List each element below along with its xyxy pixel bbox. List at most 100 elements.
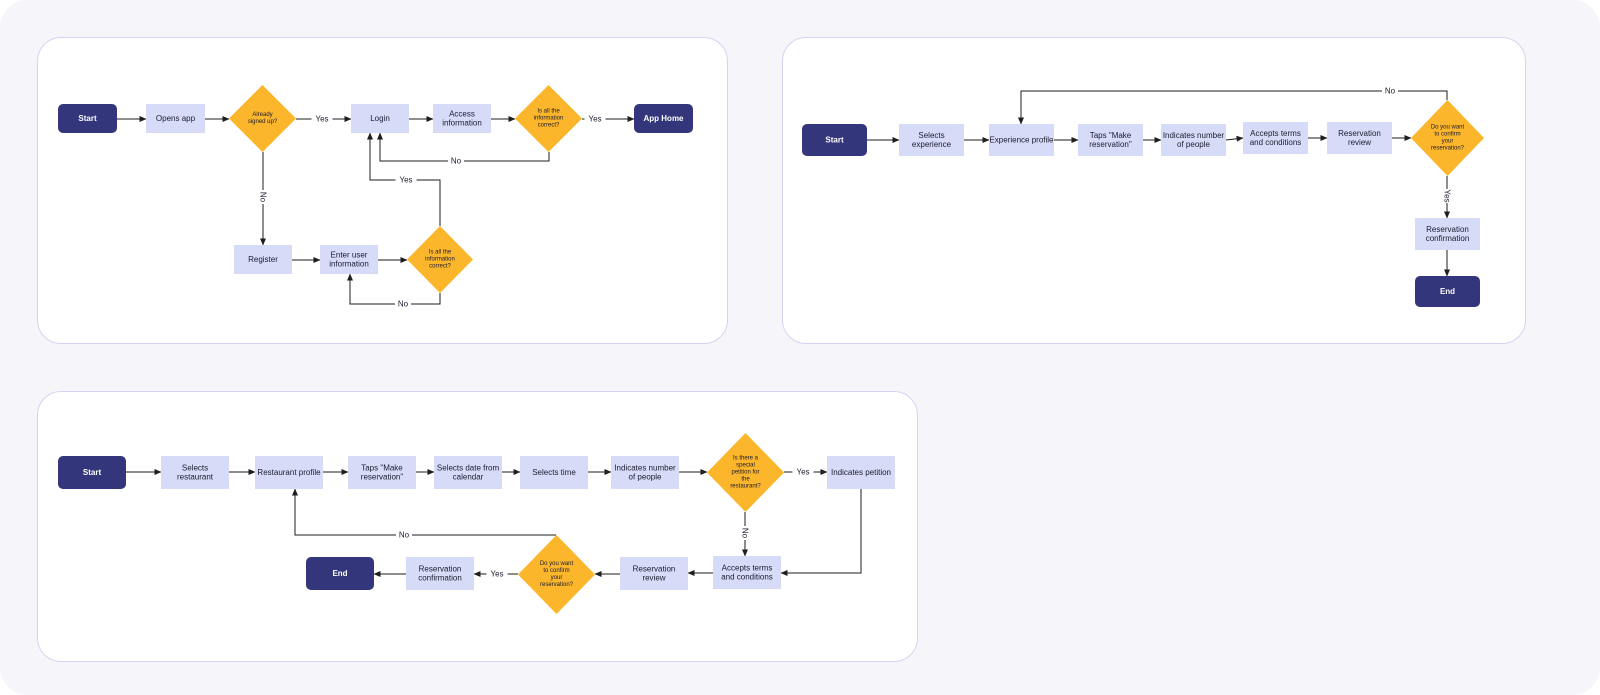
rest-accepts-terms-node-shape [713, 556, 781, 589]
rest-reservation-review-node-shape [620, 557, 688, 590]
rest-indicates-people-node-shape [611, 456, 679, 489]
register-node-shape [234, 245, 292, 274]
exp-confirm-decision-label-line-4: reservation? [1431, 145, 1465, 151]
rest-confirm-decision-label-line-1: Do you want [540, 561, 574, 567]
opens-app-node-shape [146, 104, 205, 133]
rest-reservation-review-node-label-line-2: review [642, 574, 665, 583]
edge-exp-people-terms [1225, 135, 1244, 142]
label-rest-no-confirm-bg [396, 530, 412, 540]
special-petition-decision-label-line-2: special [736, 463, 755, 469]
selects-date-node-shape [434, 456, 502, 489]
restaurant-profile-node[interactable]: Restaurant profile [255, 456, 323, 489]
exp-start-node-label: Start [825, 136, 844, 145]
label-exp-yes-text: Yes [1443, 189, 1452, 202]
already-signed-up-decision-label-line-1: Already [252, 112, 272, 118]
label-rest-yes-petition: Yes [792, 467, 814, 477]
label-no-correct-1-bg [448, 156, 464, 166]
login-node[interactable]: Login [351, 104, 409, 133]
label-rest-yes-confirm: Yes [486, 569, 508, 579]
info-correct-decision-2-shape [407, 226, 473, 293]
label-no-signed-text: No [259, 192, 268, 203]
info-correct-decision-1-label-line-1: Is all the [537, 109, 560, 115]
exp-start-node[interactable]: Start [802, 124, 867, 156]
app-home-node[interactable]: App Home [634, 104, 693, 133]
indicates-petition-node[interactable]: Indicates petition [827, 456, 895, 489]
exp-accepts-terms-node-label-line-2: and conditions [1250, 138, 1302, 147]
exp-confirm-decision-shape [1411, 100, 1484, 176]
access-information-node-shape [433, 104, 491, 133]
label-rest-no-petition-text: No [741, 528, 750, 539]
panel-login-flow [37, 37, 728, 344]
indicates-petition-node-shape [827, 456, 895, 489]
selects-date-node-label-line-2: calendar [453, 473, 484, 482]
rest-taps-make-reservation-node-shape [348, 456, 416, 489]
rest-accepts-terms-node-label-line-1: Accepts terms [722, 563, 773, 572]
exp-taps-make-reservation-node-label-line-1: Taps "Make [1090, 131, 1132, 140]
rest-reservation-confirmation-node-label-line-2: confirmation [418, 574, 462, 583]
selects-time-node[interactable]: Selects time [520, 456, 588, 489]
special-petition-decision-label-line-5: restaurant? [730, 483, 761, 489]
restaurant-profile-node-label: Restaurant profile [257, 468, 321, 477]
info-correct-decision-2-label-line-3: correct? [429, 263, 451, 269]
exp-reservation-review-node-shape [1327, 122, 1392, 154]
indicates-petition-node-label: Indicates petition [831, 468, 891, 477]
label-yes-signed-bg [311, 114, 333, 124]
login-start-node-label: Start [78, 114, 97, 123]
experience-profile-node[interactable]: Experience profile [989, 124, 1054, 156]
rest-start-node[interactable]: Start [58, 456, 126, 489]
exp-confirm-decision-label-line-1: Do you want [1431, 125, 1465, 131]
selects-restaurant-node-label-line-1: Selects [182, 463, 208, 472]
rest-indicates-people-node-label-line-1: Indicates number [614, 463, 676, 472]
info-correct-decision-1-label-line-2: information [534, 116, 564, 122]
access-information-node-label-line-2: information [442, 119, 482, 128]
label-rest-no-confirm-text: No [399, 531, 410, 540]
selects-restaurant-node-label-line-2: restaurant [177, 473, 214, 482]
experience-profile-node-label: Experience profile [989, 136, 1054, 145]
restaurant-profile-node-shape [255, 456, 323, 489]
label-yes-correct-2-bg [395, 175, 417, 185]
opens-app-node-label: Opens app [156, 114, 196, 123]
login-start-node-shape [58, 104, 117, 133]
register-node[interactable]: Register [234, 245, 292, 274]
exp-reservation-confirmation-node-label-line-1: Reservation [1426, 225, 1469, 234]
exp-end-node-shape [1415, 276, 1480, 307]
label-rest-yes-confirm-bg [486, 569, 508, 579]
rest-confirm-decision-label-line-4: reservation? [540, 582, 574, 588]
exp-reservation-confirmation-node-shape [1415, 218, 1480, 250]
label-no-correct-2: No [395, 299, 411, 309]
exp-end-node[interactable]: End [1415, 276, 1480, 307]
already-signed-up-decision-label-line-2: signed up? [248, 119, 278, 125]
label-no-correct-2-bg [395, 299, 411, 309]
opens-app-node[interactable]: Opens app [146, 104, 205, 133]
rest-end-node-label: End [332, 569, 347, 578]
login-start-node[interactable]: Start [58, 104, 117, 133]
rest-accepts-terms-node-label-line-2: and conditions [721, 573, 773, 582]
rest-end-node[interactable]: End [306, 557, 374, 590]
label-exp-yes: Yes [1442, 189, 1452, 203]
label-yes-correct-1: Yes [584, 114, 606, 124]
edge-rest-confirm-no-profile [292, 488, 556, 536]
exp-reservation-review-node-label-line-2: review [1348, 138, 1371, 147]
